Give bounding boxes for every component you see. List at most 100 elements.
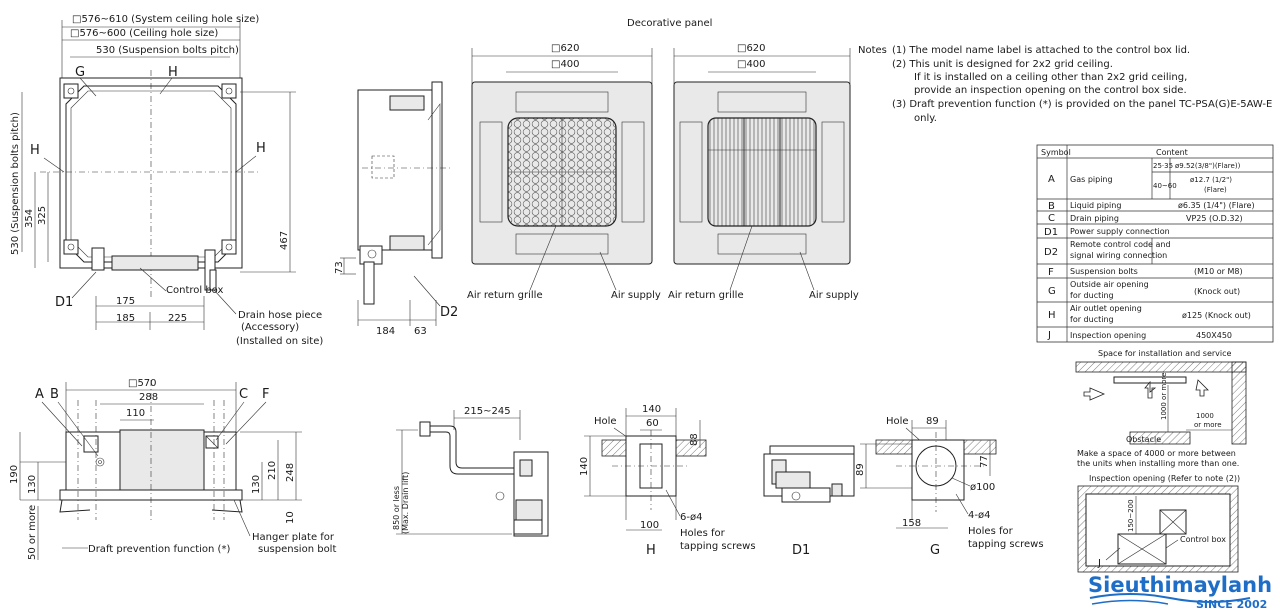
air-supply-b: Air supply <box>809 290 859 301</box>
table-desc-h-b: for ducting <box>1070 315 1114 324</box>
dim-467: 467 <box>279 231 290 250</box>
detail-g-dim-89-side: 89 <box>855 463 866 476</box>
table-val-g: (Knock out) <box>1194 287 1240 296</box>
inspection-opening: Inspection opening (Refer to note (2)) 1… <box>1077 474 1240 573</box>
drain-lift-view: 215~245 850 or less (Max. Drain lift) <box>392 406 549 537</box>
service-dim-b2: or more <box>1194 421 1222 429</box>
table-desc-g-b: for ducting <box>1070 291 1114 300</box>
dim-185: 185 <box>116 313 135 324</box>
dim-10: 10 <box>285 511 296 524</box>
dim-354: 354 <box>24 209 35 228</box>
service-space-diagram: Space for installation and service 1000 … <box>1075 349 1247 468</box>
table-header-content: Content <box>1156 148 1188 157</box>
detail-g-holes-2: tapping screws <box>968 539 1044 550</box>
dim-288: 288 <box>139 392 158 403</box>
dim-190: 190 <box>9 465 20 484</box>
detail-h-dim-88: 88 <box>689 433 700 446</box>
table-sym-f: F <box>1048 267 1054 278</box>
service-title: Space for installation and service <box>1098 349 1232 358</box>
dim-570: □570 <box>128 378 157 389</box>
detail-h-dim-140-top: 140 <box>642 404 661 415</box>
table-desc-d2-a: Remote control code and <box>1070 240 1171 249</box>
dim-325: 325 <box>37 206 48 225</box>
front-view: □570 288 110 A B C F 190 <box>9 378 336 560</box>
table-sym-g: G <box>1048 286 1056 297</box>
service-dim-a: 1000 or more <box>1160 372 1168 420</box>
label-h-left: H <box>30 143 40 158</box>
table-desc-d1: Power supply connection <box>1070 227 1170 236</box>
air-supply-a: Air supply <box>611 290 661 301</box>
table-desc-f: Suspension bolts <box>1070 267 1138 276</box>
detail-g-label: G <box>930 543 940 558</box>
dim-110: 110 <box>126 408 145 419</box>
dim-vertical-pitch: 530 (Suspension bolts pitch) <box>10 112 21 255</box>
label-h-right: H <box>256 141 266 156</box>
note-1: (1) The model name label is attached to … <box>892 45 1190 56</box>
service-obstacle: Obstacle <box>1126 435 1161 444</box>
detail-h: Hole 140 60 88 140 100 6-ø4 Holes for ta… <box>579 404 756 558</box>
detail-h-dim-60: 60 <box>646 418 659 429</box>
drain-hose-line3: (Installed on site) <box>236 336 323 347</box>
detail-h-holes-count: 6-ø4 <box>680 512 702 523</box>
label-f: F <box>262 387 269 402</box>
table-val-h: ø125 (Knock out) <box>1182 311 1251 320</box>
detail-g-dim-100: ø100 <box>970 482 995 493</box>
table-val-j: 450X450 <box>1196 331 1232 340</box>
table-sym-d1: D1 <box>1044 227 1058 238</box>
dim-130-left: 130 <box>27 475 38 494</box>
label-d1: D1 <box>55 295 73 310</box>
table-sym-d2: D2 <box>1044 247 1058 258</box>
dim-215-245: 215~245 <box>464 406 511 417</box>
label-b: B <box>50 387 59 402</box>
detail-h-dim-140-side: 140 <box>579 457 590 476</box>
detail-h-label: H <box>646 543 656 558</box>
air-return-grille-b: Air return grille <box>668 290 744 301</box>
label-control-box: Control box <box>166 285 223 296</box>
brand-logo: Sieuthimaylanh SINCE 2002 <box>1088 573 1272 611</box>
inspection-title: Inspection opening (Refer to note (2)) <box>1089 474 1240 483</box>
detail-g: Hole 89 89 77 ø100 158 4-ø4 Holes for ta… <box>855 416 1044 558</box>
drain-hose-line1: Drain hose piece <box>238 310 322 321</box>
dim-400-b: □400 <box>737 59 766 70</box>
logo-name: Sieuthimaylanh <box>1088 573 1272 597</box>
detail-h-holes-1: Holes for <box>680 528 726 539</box>
table-desc-h-a: Air outlet opening <box>1070 304 1142 313</box>
dim-620-b: □620 <box>737 43 766 54</box>
inspection-control-box: Control box <box>1180 535 1226 544</box>
notes-block: Notes (1) The model name label is attach… <box>858 45 1272 124</box>
table-desc-c: Drain piping <box>1070 214 1119 223</box>
gas-size-b: 40~60 <box>1153 182 1177 190</box>
dim-850-line1: 850 or less <box>392 486 401 530</box>
gas-val-b1: ø12.7 (1/2") <box>1190 176 1232 184</box>
label-g: G <box>75 65 85 80</box>
detail-g-holes-count: 4-ø4 <box>968 510 990 521</box>
detail-h-hole: Hole <box>594 416 617 427</box>
table-sym-j: J <box>1047 330 1051 341</box>
label-h-top: H <box>168 65 178 80</box>
table-sym-a: A <box>1048 174 1055 185</box>
detail-g-dim-89-top: 89 <box>926 416 939 427</box>
note-2b: If it is installed on a ceiling other th… <box>914 72 1187 83</box>
dim-system-hole: □576~610 (System ceiling hole size) <box>72 14 259 25</box>
table-sym-h: H <box>1048 310 1056 321</box>
dim-184: 184 <box>376 326 395 337</box>
panel-title: Decorative panel <box>627 18 712 29</box>
table-header-symbol: Symbol <box>1041 148 1071 157</box>
label-a: A <box>35 387 44 402</box>
table-desc-j: Inspection opening <box>1070 331 1146 340</box>
table-val-c: VP25 (O.D.32) <box>1186 214 1243 223</box>
detail-g-dim-158: 158 <box>902 518 921 529</box>
inspection-dim: 150~200 <box>1127 499 1135 532</box>
table-desc-d2-b: signal wiring connection <box>1070 251 1167 260</box>
table-sym-b: B <box>1048 201 1055 212</box>
table-val-b: ø6.35 (1/4") (Flare) <box>1178 201 1255 210</box>
symbol-table: Symbol Content A Gas piping 25·35 ø9.52(… <box>1036 144 1274 343</box>
dim-850-line2: (Max. Drain lift) <box>401 472 410 534</box>
gas-size-a: 25·35 <box>1153 162 1173 170</box>
table-desc-b: Liquid piping <box>1070 201 1121 210</box>
draft-prevention: Draft prevention function (*) <box>88 544 230 555</box>
dim-248: 248 <box>285 463 296 482</box>
dim-225: 225 <box>168 313 187 324</box>
dim-400-a: □400 <box>551 59 580 70</box>
